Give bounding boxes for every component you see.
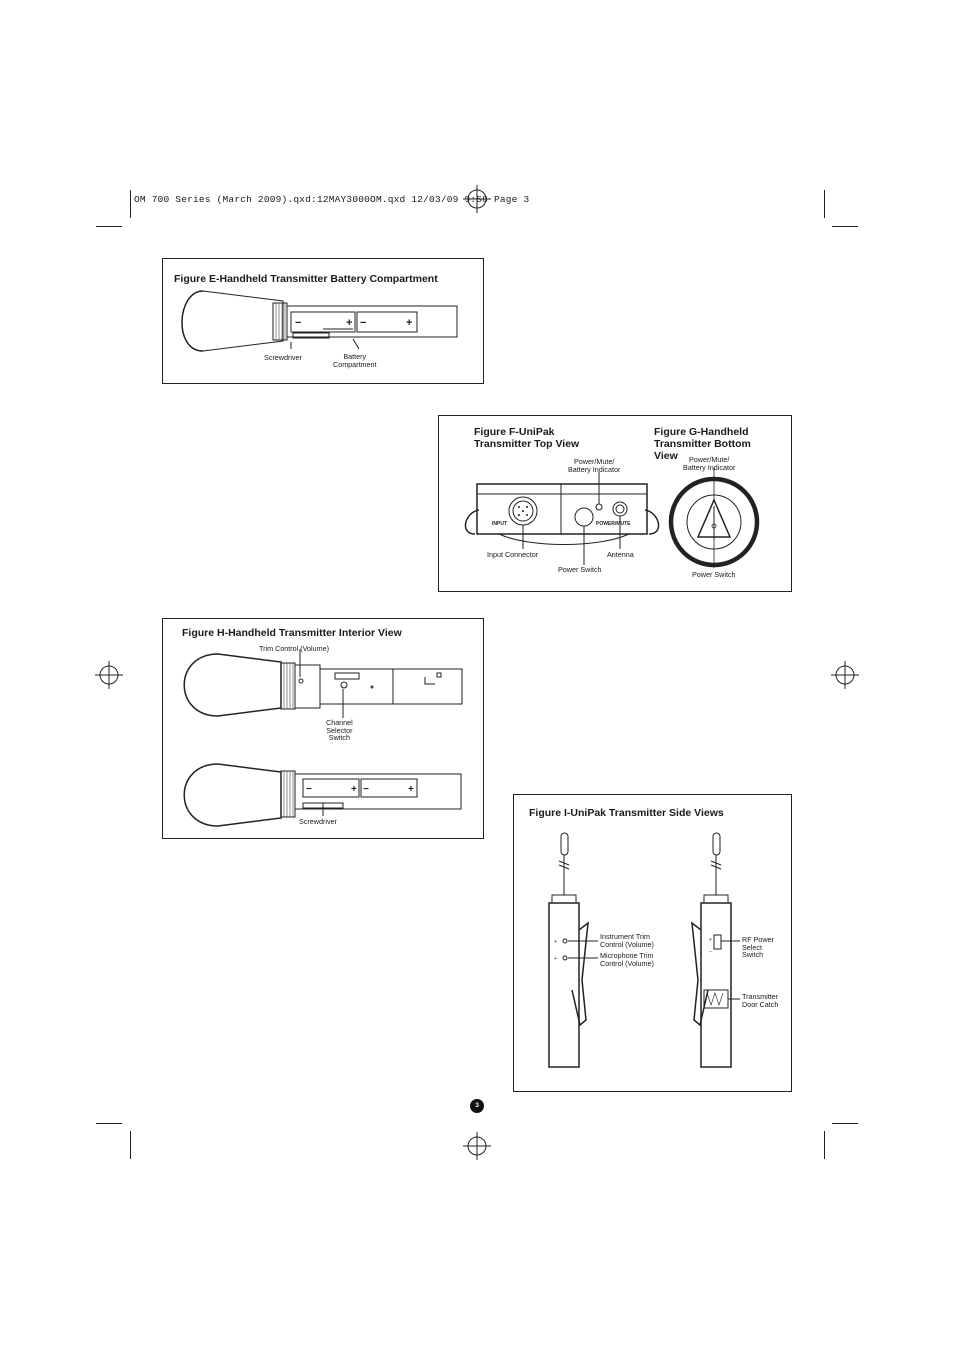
figure-f-title-line1: Figure F-UniPak	[474, 426, 555, 438]
handheld-battery-illustration: −+ −+	[181, 290, 458, 352]
channel-selector-label-line2: Selector	[326, 725, 353, 735]
print-slug: OM 700 Series (March 2009).qxd:12MAY3000…	[134, 194, 530, 205]
microphone-trim-label-line1: Microphone Trim	[600, 951, 654, 960]
figure-e-panel: Figure E-Handheld Transmitter Battery Co…	[162, 258, 484, 384]
handheld-interior-illustration: −+ −+	[183, 649, 463, 827]
rf-power-select-label: RF Power Select Switch	[742, 936, 774, 959]
figure-f-title-line2: Transmitter Top View	[474, 438, 580, 450]
microphone-trim-label-line2: Control (Volume)	[600, 958, 654, 968]
power-mute-panel-text: POWER/MUTE	[596, 521, 631, 527]
figure-h-title: Figure H-Handheld Transmitter Interior V…	[182, 627, 402, 639]
channel-selector-label-line3: Switch	[328, 733, 350, 743]
figure-i-panel: Figure I-UniPak Transmitter Side Views	[513, 794, 792, 1092]
svg-text:+: +	[408, 784, 414, 795]
rf-power-select-label-line1: RF Power	[742, 935, 774, 944]
figure-g-title-line1: Figure G-Handheld	[654, 426, 749, 438]
rf-power-select-label-line2: Select	[742, 942, 762, 952]
svg-text:+: +	[346, 317, 352, 329]
battery-compartment-label-line2: Compartment	[333, 359, 377, 369]
svg-text:+: +	[709, 937, 712, 943]
battery-compartment-label: Battery Compartment	[333, 353, 377, 368]
svg-text:+: +	[406, 317, 412, 329]
handheld-indicator-label-line1: Power/Mute/	[688, 455, 730, 464]
handheld-power-switch-label: Power Switch	[692, 570, 736, 579]
door-catch-label: Transmitter Door Catch	[742, 993, 778, 1008]
door-catch-label-line1: Transmitter	[742, 992, 779, 1001]
unipak-side-views-illustration: + + + −	[548, 832, 740, 1068]
figure-g-title-line2: Transmitter Bottom	[654, 438, 751, 450]
handheld-bottom-view-illustration	[668, 468, 760, 568]
unipak-top-view-illustration: INPUT POWER/MUTE	[464, 472, 660, 565]
screwdriver-label-h: Screwdriver	[299, 817, 337, 826]
figure-f-title: Figure F-UniPak Transmitter Top View	[474, 426, 579, 450]
figure-g-title: Figure G-Handheld Transmitter Bottom Vie…	[654, 426, 751, 462]
unipak-indicator-label-line2: Battery Indicator	[568, 464, 621, 474]
door-catch-label-line2: Door Catch	[742, 999, 779, 1009]
rf-power-select-label-line3: Switch	[742, 950, 764, 960]
input-panel-text: INPUT	[492, 521, 507, 527]
svg-text:−: −	[295, 317, 301, 329]
channel-selector-label-line1: Channel	[326, 718, 353, 727]
figure-h-panel: Figure H-Handheld Transmitter Interior V…	[162, 618, 484, 839]
handheld-indicator-label: Power/Mute/ Battery Indicator	[683, 456, 735, 471]
trim-control-label: Trim Control (Volume)	[259, 644, 330, 653]
svg-text:+: +	[554, 956, 557, 962]
antenna-label: Antenna	[607, 550, 634, 559]
svg-text:−: −	[360, 317, 366, 329]
channel-selector-label: Channel Selector Switch	[326, 719, 353, 742]
instrument-trim-label: Instrument Trim Control (Volume)	[600, 933, 654, 948]
unipak-indicator-label: Power/Mute/ Battery Indicator	[568, 458, 620, 473]
svg-text:+: +	[554, 939, 557, 945]
unipak-power-switch-label: Power Switch	[558, 565, 602, 574]
figure-g-title-line3: View	[654, 450, 678, 462]
instrument-trim-label-line2: Control (Volume)	[600, 939, 654, 949]
handheld-indicator-label-line2: Battery Indicator	[683, 462, 736, 472]
instrument-trim-label-line1: Instrument Trim	[600, 932, 650, 941]
svg-text:−: −	[363, 784, 369, 795]
svg-text:+: +	[351, 784, 357, 795]
microphone-trim-label: Microphone Trim Control (Volume)	[600, 952, 654, 967]
input-connector-label: Input Connector	[487, 550, 539, 559]
svg-text:−: −	[306, 784, 312, 795]
unipak-indicator-label-line1: Power/Mute/	[573, 457, 615, 466]
figure-e-title: Figure E-Handheld Transmitter Battery Co…	[174, 273, 438, 285]
battery-compartment-label-line1: Battery	[343, 352, 367, 361]
screwdriver-label: Screwdriver	[264, 353, 302, 362]
svg-text:−: −	[709, 949, 712, 955]
page-number: 3	[470, 1099, 484, 1113]
figure-i-title: Figure I-UniPak Transmitter Side Views	[529, 807, 724, 819]
figure-fg-panel: Figure F-UniPak Transmitter Top View Fig…	[438, 415, 792, 592]
